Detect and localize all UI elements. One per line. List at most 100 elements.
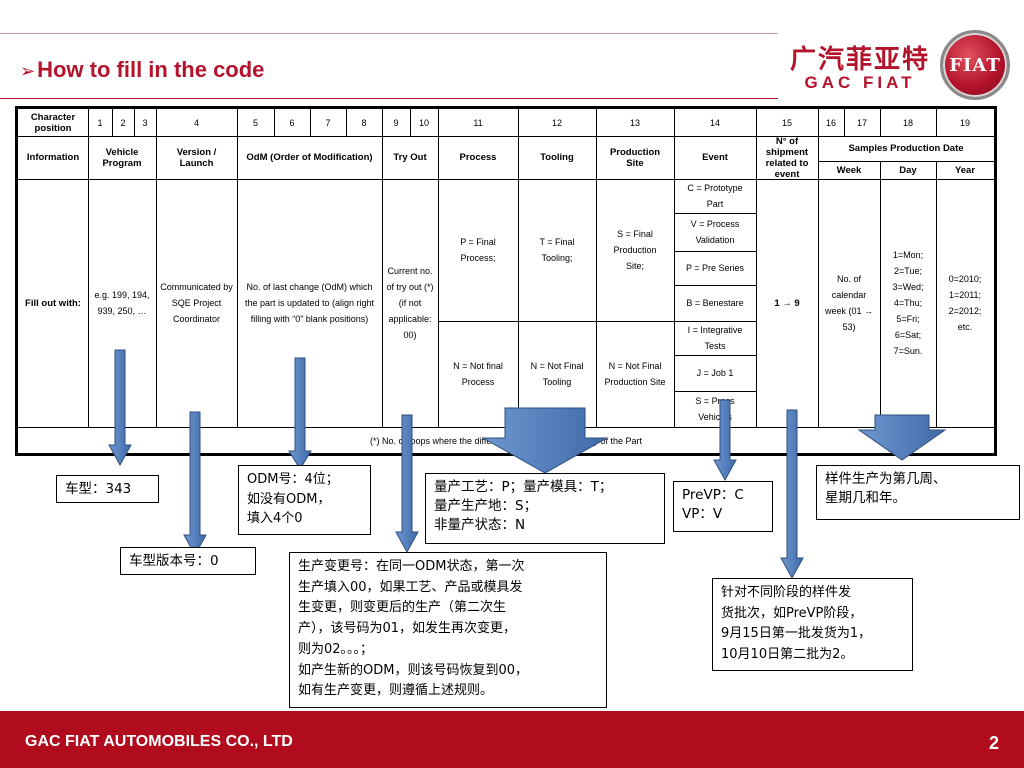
- table-vline: [844, 109, 845, 136]
- char-pos-cell: 6: [289, 117, 295, 128]
- week-value: No. of calendar week (01 → 53): [824, 274, 874, 332]
- version-launch-value: Communicated by SQE Project Coordinator: [160, 282, 233, 324]
- arrow-down-icon: [395, 414, 419, 554]
- table-vline: [674, 109, 675, 427]
- table-hline: [438, 321, 756, 322]
- day-item: 4=Thu;: [893, 298, 923, 308]
- char-pos-cell: 10: [418, 117, 429, 128]
- shipment-value: 1 → 9: [774, 297, 800, 309]
- event-item: C = Prototype Part: [687, 183, 743, 209]
- note-change-number: 生产变更号：在同一ODM状态，第一次 生产填入00，如果工艺、产品或模具发 生变…: [289, 552, 607, 708]
- arrow-down-icon: [713, 399, 737, 482]
- table-vline: [756, 109, 757, 427]
- table-vline: [310, 109, 311, 136]
- day-item: 1=Mon;: [892, 250, 924, 260]
- table-vline: [880, 161, 881, 427]
- table-vline: [410, 109, 411, 136]
- odm-header: OdM (Order of Modification): [246, 152, 373, 163]
- char-pos-cell: 16: [825, 117, 836, 128]
- fill-out-label: Fill out with:: [25, 297, 81, 309]
- tooling-header: Tooling: [540, 152, 574, 163]
- process-final-value: P = Final Process;: [460, 237, 496, 263]
- event-item: B = Benestare: [686, 298, 744, 308]
- page-title-text: How to fill in the code: [37, 57, 265, 82]
- char-pos-cell: 19: [959, 117, 970, 128]
- footer-company: GAC FIAT AUTOMOBILES CO., LTD: [25, 733, 293, 750]
- table-vline: [156, 109, 157, 427]
- table-hline: [674, 355, 756, 356]
- table-vline: [134, 109, 135, 136]
- production-site-header: Production Site: [609, 146, 661, 169]
- gac-fiat-logo: 广汽菲亚特 GAC FIAT: [790, 45, 930, 93]
- day-header: Day: [899, 164, 917, 176]
- day-item: 5=Fri;: [896, 314, 920, 324]
- arrow-down-icon: [288, 357, 312, 470]
- char-pos-cell: 1: [97, 117, 103, 128]
- day-item: 3=Wed;: [892, 282, 924, 292]
- day-item: 2=Tue;: [894, 266, 922, 276]
- table-vline: [88, 109, 89, 427]
- table-vline: [346, 109, 347, 136]
- table-hline: [674, 213, 756, 214]
- event-item: I = Integrative Tests: [687, 325, 743, 351]
- page-number: 2: [988, 733, 999, 753]
- arrow-down-icon: [857, 414, 947, 461]
- char-pos-cell: 7: [325, 117, 331, 128]
- logo-chinese: 广汽菲亚特: [790, 44, 931, 74]
- note-vehicle-model: 车型：343: [56, 475, 159, 503]
- day-item: 7=Sun.: [893, 346, 923, 356]
- event-item: J = Job 1: [696, 368, 734, 378]
- vehicle-program-value: e.g. 199, 194, 939, 250, …: [94, 290, 150, 316]
- char-pos-cell: 2: [120, 117, 126, 128]
- process-header: Process: [459, 152, 497, 163]
- tooling-final-value: T = Final Tooling;: [539, 237, 575, 263]
- event-item: S = Press Vehicles: [695, 396, 735, 422]
- day-value-list: 1=Mon; 2=Tue; 3=Wed; 4=Thu; 5=Fri; 6=Sat…: [880, 179, 936, 427]
- char-pos-cell: 4: [193, 117, 199, 128]
- table-vline: [818, 109, 819, 427]
- table-vline: [936, 109, 937, 136]
- char-position-label: Character position: [30, 111, 76, 134]
- arrow-down-icon: [183, 411, 207, 557]
- week-header: Week: [836, 164, 862, 176]
- char-pos-cell: 13: [629, 117, 640, 128]
- table-hline: [674, 251, 756, 252]
- char-pos-cell: 14: [709, 117, 720, 128]
- process-not-final-value: N = Not final Process: [453, 361, 503, 387]
- samples-date-header: Samples Production Date: [848, 143, 964, 154]
- shipment-header: N° of shipment related to event: [765, 136, 809, 179]
- note-sample-date: 样件生产为第几周、 星期几和年。: [816, 465, 1020, 520]
- event-item: P = Pre Series: [685, 263, 745, 273]
- table-vline: [936, 161, 937, 427]
- table-hline: [674, 285, 756, 286]
- page-title: ➢How to fill in the code: [20, 57, 264, 83]
- information-label: Information: [26, 152, 80, 163]
- table-vline: [518, 109, 519, 427]
- char-pos-cell: 3: [142, 117, 148, 128]
- fiat-emblem-text: FIAT: [949, 54, 1001, 76]
- tooling-not-final-value: N = Not Final Tooling: [530, 361, 584, 387]
- year-header: Year: [954, 164, 976, 176]
- table-vline: [596, 109, 597, 427]
- code-table: Character position 1 2 3 4 5 6 7 8 9 10 …: [15, 106, 997, 456]
- char-pos-cell: 17: [856, 117, 867, 128]
- year-item: 1=2011;: [948, 290, 982, 300]
- table-hline: [674, 391, 756, 392]
- char-pos-cell: 11: [473, 117, 483, 128]
- table-hline: [18, 136, 994, 137]
- table-vline: [237, 109, 238, 427]
- event-header: Event: [702, 152, 728, 163]
- note-version: 车型版本号：0: [120, 547, 256, 575]
- char-pos-cell: 8: [361, 117, 367, 128]
- table-vline: [880, 109, 881, 136]
- title-divider: [0, 98, 778, 99]
- version-launch-header: Version / Launch: [176, 146, 217, 169]
- char-pos-cell: 15: [781, 117, 792, 128]
- char-pos-cell: 9: [393, 117, 399, 128]
- table-vline: [274, 109, 275, 136]
- year-item: 0=2010;: [948, 274, 982, 284]
- char-pos-cell: 5: [252, 117, 258, 128]
- char-pos-cell: 18: [902, 117, 913, 128]
- arrow-down-icon: [780, 409, 804, 580]
